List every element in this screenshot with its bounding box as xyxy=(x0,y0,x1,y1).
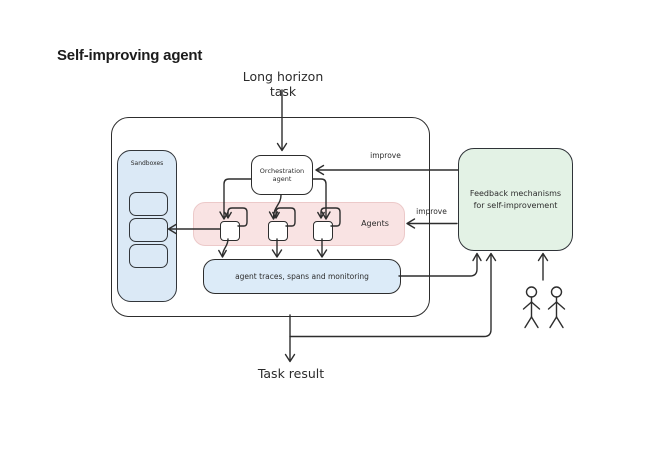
orchestration-agent-box: Orchestration agent xyxy=(251,155,313,195)
agent-system-container xyxy=(111,117,430,317)
person-icon xyxy=(549,287,565,328)
long-horizon-task-label: Long horizon task xyxy=(242,69,324,99)
agent-icon xyxy=(313,221,333,241)
sandbox-item xyxy=(129,192,168,216)
arrow-task-result xyxy=(286,315,295,362)
improve-label-agents: improve xyxy=(416,207,447,216)
feedback-mechanisms-box: Feedback mechanisms for self-improvement xyxy=(458,148,573,251)
improve-label-orchestration: improve xyxy=(370,151,401,160)
arrow-humans-to-feedback xyxy=(539,254,548,281)
sandbox-item xyxy=(129,244,168,268)
agent-icon xyxy=(268,221,288,241)
sandbox-item xyxy=(129,218,168,242)
feedback-mechanisms-label: Feedback mechanisms for self-improvement xyxy=(469,188,562,210)
diagram-title: Self-improving agent xyxy=(57,47,203,64)
orchestration-agent-label: Orchestration agent xyxy=(259,166,305,183)
sandboxes-box: Sandboxes xyxy=(117,150,177,302)
monitoring-box: agent traces, spans and monitoring xyxy=(203,259,401,294)
agent-icon xyxy=(220,221,240,241)
monitoring-label: agent traces, spans and monitoring xyxy=(235,272,369,281)
task-result-label: Task result xyxy=(257,366,325,381)
sandboxes-label: Sandboxes xyxy=(130,160,164,167)
person-icon xyxy=(524,287,540,328)
agents-label: Agents xyxy=(361,219,389,228)
